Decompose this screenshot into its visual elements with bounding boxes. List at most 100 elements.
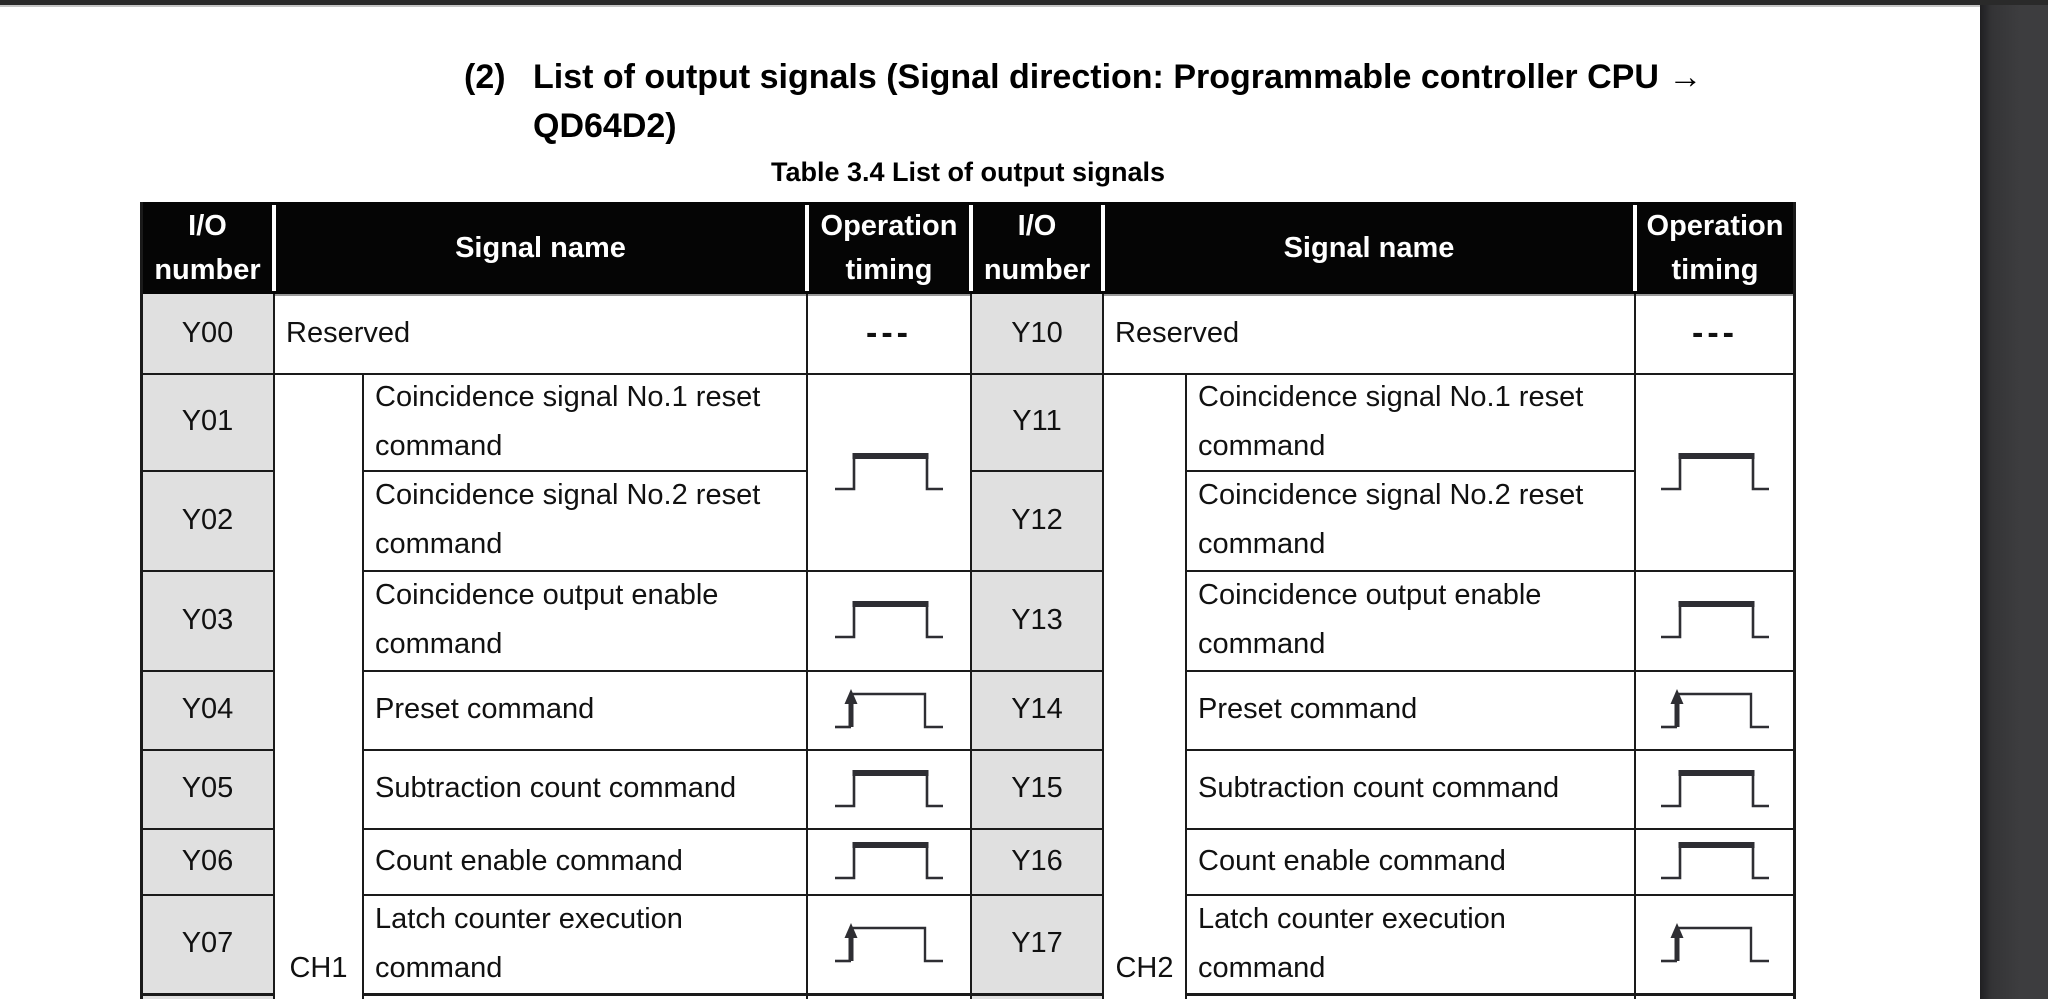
signal-name-cell: Count enable command bbox=[1198, 828, 1635, 894]
table-border-horizontal bbox=[1186, 670, 1795, 672]
heading-text: List of output signals (Signal direction… bbox=[533, 53, 1702, 151]
pulse-icon bbox=[1635, 570, 1795, 670]
column-header-timing-right: Operation timing bbox=[1646, 210, 1784, 286]
no-timing-dashes: --- bbox=[807, 294, 971, 373]
signal-name-line: command bbox=[1198, 628, 1326, 660]
table-header-bar bbox=[141, 202, 1795, 294]
signal-name-line: Subtraction count command bbox=[1198, 772, 1560, 804]
signal-name-line: Count enable command bbox=[1198, 844, 1506, 877]
table-border-vertical bbox=[362, 373, 364, 999]
table-border-horizontal bbox=[363, 828, 1103, 830]
table-caption: Table 3.4 List of output signals bbox=[770, 157, 1166, 187]
header-underline bbox=[141, 294, 1795, 296]
signal-name-cell: Subtraction count command bbox=[1198, 749, 1635, 828]
table-border-horizontal bbox=[1186, 470, 1635, 472]
table-border-vertical bbox=[1634, 294, 1636, 999]
column-header-io-left: I/O number bbox=[154, 210, 261, 286]
table-border-horizontal bbox=[363, 570, 1103, 572]
heading-line1: List of output signals (Signal direction… bbox=[533, 58, 1703, 96]
table-border-horizontal bbox=[363, 749, 1103, 751]
table-border-horizontal bbox=[141, 828, 274, 830]
table-border-horizontal bbox=[1186, 894, 1795, 896]
signal-name-line: Reserved bbox=[286, 317, 411, 349]
io-number-cell: Y05 bbox=[181, 772, 234, 804]
table-border-horizontal bbox=[141, 993, 274, 996]
signal-name-line: Count enable command bbox=[375, 844, 683, 877]
table-border-horizontal bbox=[971, 470, 1103, 472]
table-border-horizontal bbox=[141, 670, 274, 672]
pulse-icon bbox=[807, 570, 971, 670]
signal-name-line: Subtraction count command bbox=[375, 772, 737, 804]
table-border-vertical bbox=[1185, 373, 1187, 999]
table-border-vertical bbox=[273, 294, 275, 999]
table-border-vertical bbox=[1102, 294, 1104, 999]
header-divider bbox=[1633, 205, 1637, 291]
pulse-icon bbox=[1635, 373, 1795, 570]
io-column-shading bbox=[971, 294, 1103, 999]
table-border-horizontal bbox=[141, 570, 274, 572]
signal-name-cell: Latch counter execution command bbox=[1198, 894, 1635, 993]
signal-name-line: Coincidence signal No.2 reset bbox=[375, 479, 761, 511]
pulse-icon bbox=[807, 828, 971, 894]
table-border-horizontal bbox=[141, 470, 274, 472]
io-number-cell: Y11 bbox=[1012, 405, 1062, 437]
page-top-shadow bbox=[0, 5, 1980, 7]
pulse-icon bbox=[807, 749, 971, 828]
heading-number: (2) bbox=[464, 58, 506, 96]
io-number-cell: Y03 bbox=[181, 603, 234, 636]
table-border-horizontal bbox=[141, 373, 1795, 375]
pulse-arrow-icon bbox=[1635, 894, 1795, 993]
signal-name-line: command bbox=[375, 951, 503, 984]
io-number-cell: Y16 bbox=[1011, 844, 1063, 877]
header-divider bbox=[1101, 205, 1105, 291]
column-header-io-right: I/O number bbox=[983, 210, 1091, 286]
signal-name-line: Reserved bbox=[1115, 317, 1240, 349]
signal-name-line: Latch counter execution bbox=[375, 902, 683, 935]
section-heading: (2) List of output signals (Signal direc… bbox=[464, 53, 1702, 151]
channel-label: CH1 bbox=[289, 951, 348, 984]
signal-name-line: Coincidence signal No.1 reset bbox=[375, 380, 761, 413]
io-number-cell: Y17 bbox=[1011, 927, 1063, 959]
pulse-arrow-icon bbox=[807, 670, 971, 749]
signal-name-line: command bbox=[1198, 429, 1326, 462]
io-column-shading bbox=[141, 294, 274, 999]
column-header-timing-left: Operation timing bbox=[820, 210, 958, 286]
signal-name-line: Preset command bbox=[375, 693, 595, 725]
window-top-edge bbox=[0, 0, 2048, 5]
signal-name-line: command bbox=[1198, 951, 1326, 984]
pulse-icon bbox=[1635, 749, 1795, 828]
signal-name-cell: Reserved bbox=[286, 294, 807, 373]
signal-name-cell: Count enable command bbox=[375, 828, 807, 894]
heading-line2: QD64D2) bbox=[533, 107, 677, 145]
no-timing-text: --- bbox=[866, 314, 912, 352]
io-number-cell: Y04 bbox=[181, 693, 234, 725]
io-number-cell: Y14 bbox=[1011, 693, 1063, 725]
signal-name-cell: Coincidence signal No.2 reset command bbox=[375, 470, 807, 570]
io-number-cell: Y10 bbox=[1011, 317, 1063, 349]
table-border-vertical bbox=[806, 294, 808, 999]
signal-name-line: command bbox=[1198, 528, 1326, 560]
table-border-horizontal bbox=[363, 670, 1103, 672]
header-divider bbox=[969, 205, 973, 291]
io-number-cell: Y02 bbox=[181, 503, 234, 536]
signal-name-line: Coincidence signal No.1 reset bbox=[1198, 380, 1584, 413]
table-border-horizontal bbox=[1186, 993, 1795, 996]
table-border-horizontal bbox=[141, 894, 274, 896]
io-number-cell: Y12 bbox=[1011, 503, 1063, 536]
table-border-horizontal bbox=[1186, 570, 1795, 572]
io-number-cell: Y06 bbox=[181, 844, 234, 877]
table-border-horizontal bbox=[363, 894, 1103, 896]
signal-name-cell: Latch counter execution command bbox=[375, 894, 807, 993]
table-border-vertical bbox=[140, 202, 143, 999]
signal-name-cell: Subtraction count command bbox=[375, 749, 807, 828]
signal-name-cell: Coincidence signal No.1 reset command bbox=[1198, 373, 1635, 470]
signal-name-line: command bbox=[375, 628, 503, 660]
signal-name-line: Latch counter execution bbox=[1198, 902, 1506, 935]
signal-name-line: command bbox=[375, 528, 503, 560]
io-number-cell: Y00 bbox=[181, 317, 234, 349]
pulse-arrow-icon bbox=[807, 894, 971, 993]
